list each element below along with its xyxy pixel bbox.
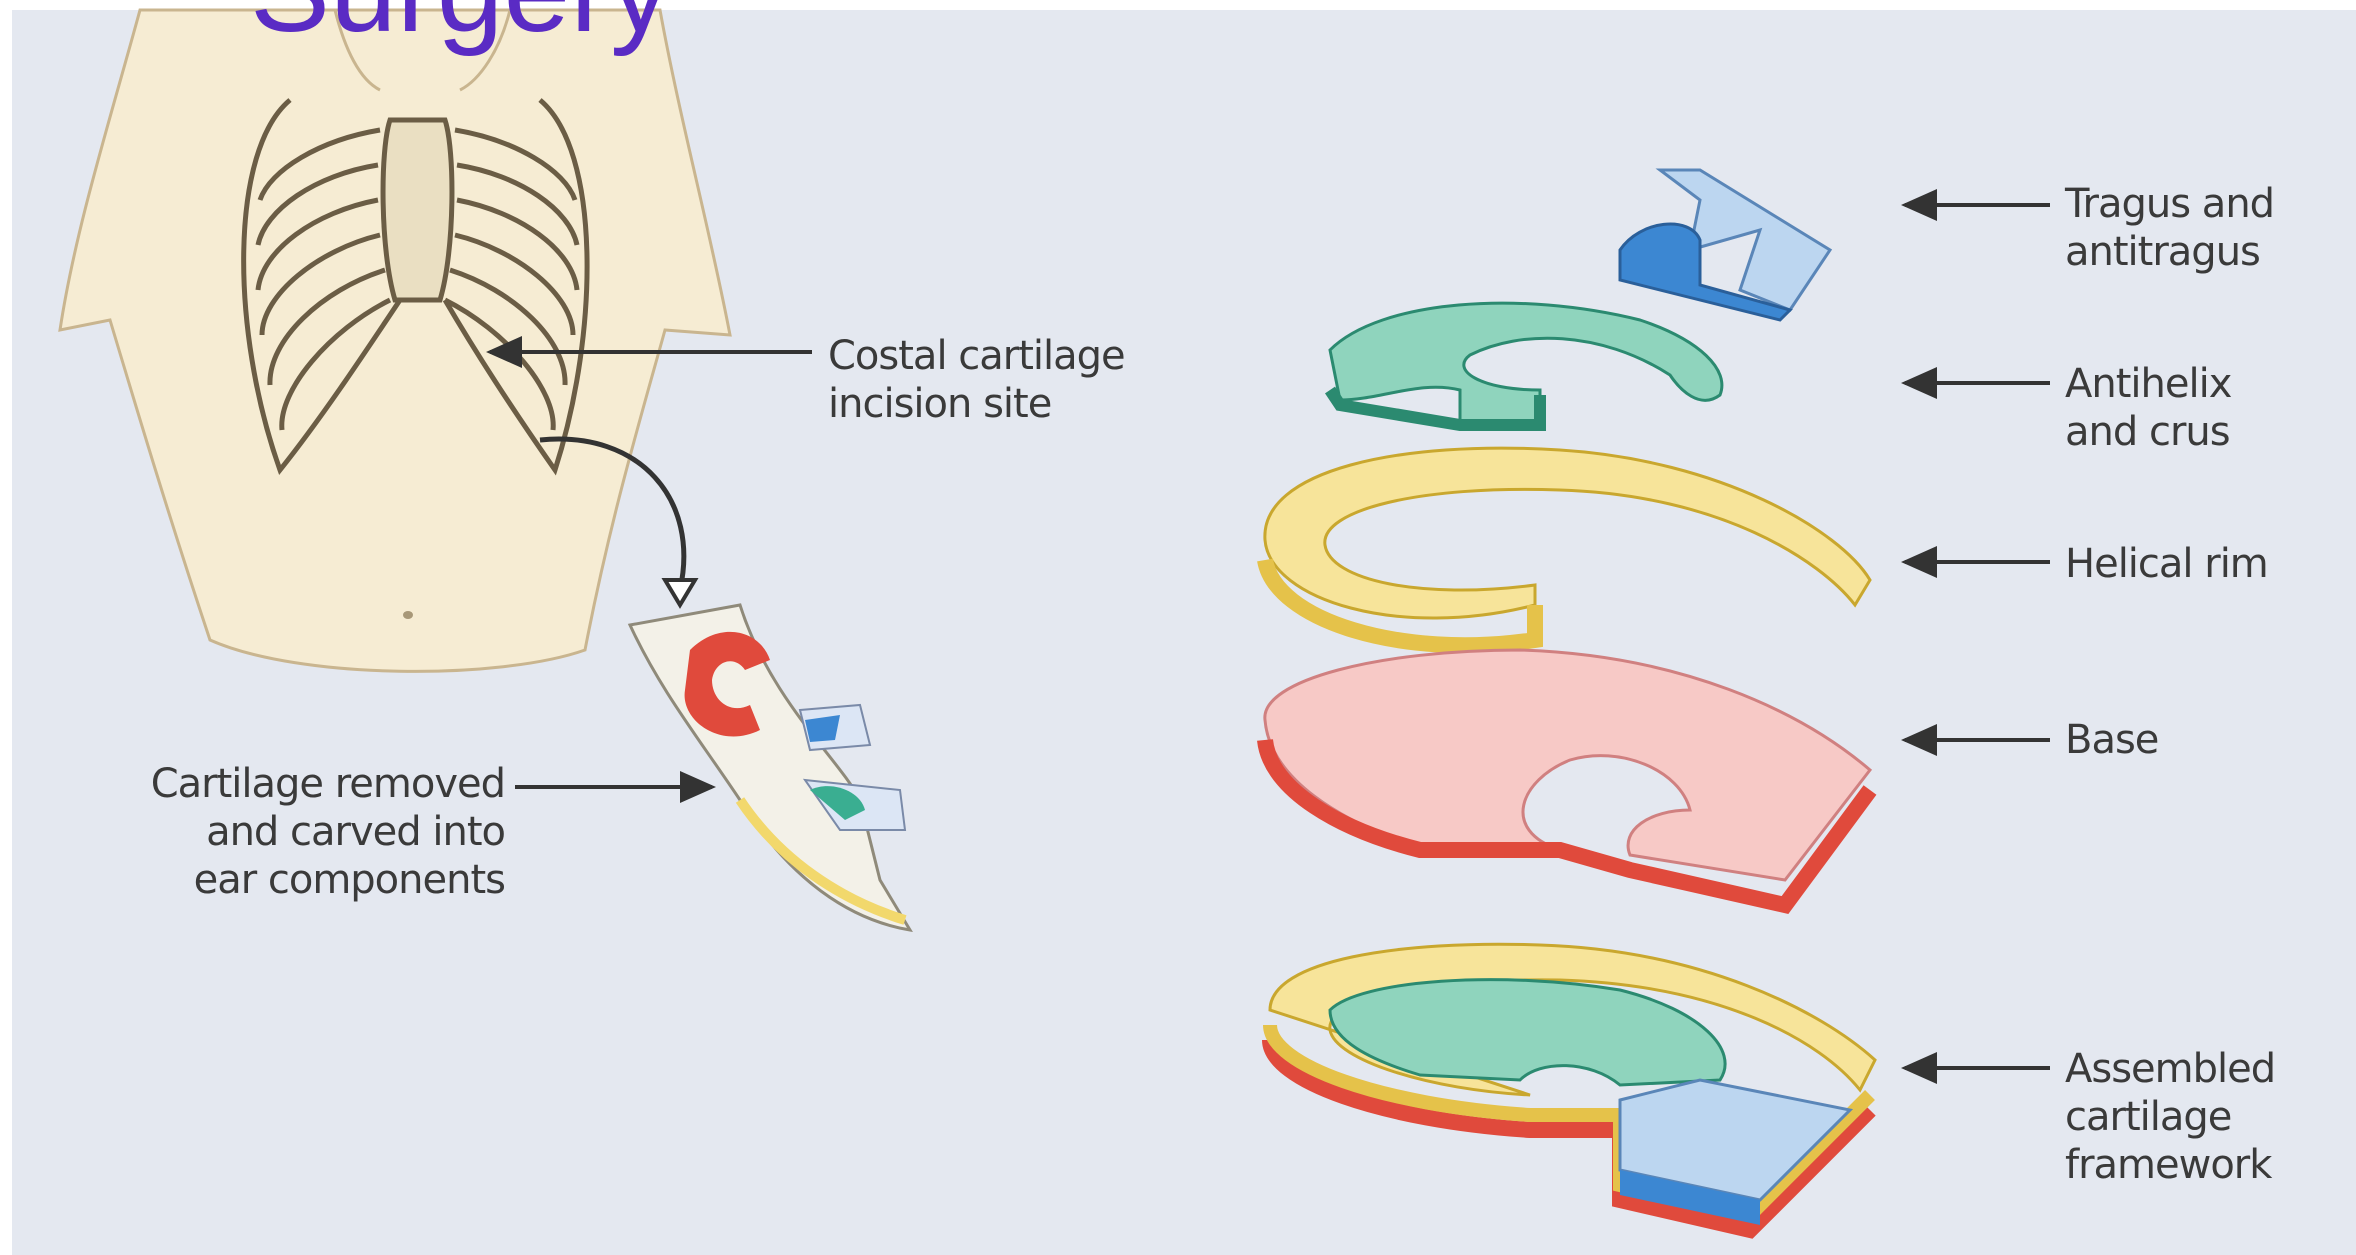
assembled-framework xyxy=(1270,944,1875,1230)
costal-site-line: incision site xyxy=(828,380,1125,428)
antihelix-line: Antihelix xyxy=(2065,360,2231,408)
assembled-line: cartilage xyxy=(2065,1093,2275,1141)
carved-label: Cartilage removed and carved into ear co… xyxy=(100,760,505,904)
antihelix-line: and crus xyxy=(2065,408,2231,456)
right-leaders xyxy=(1905,205,2050,1068)
carved-line: Cartilage removed xyxy=(100,760,505,808)
helical-rim-piece xyxy=(1265,448,1870,645)
base-piece xyxy=(1265,650,1870,905)
base-label: Base xyxy=(2065,716,2158,764)
assembled-line: Assembled xyxy=(2065,1045,2275,1093)
tragus-line: Tragus and xyxy=(2065,180,2274,228)
tragus-line: antitragus xyxy=(2065,228,2274,276)
tragus-label: Tragus and antitragus xyxy=(2065,180,2274,276)
assembled-label: Assembled cartilage framework xyxy=(2065,1045,2275,1189)
costal-site-line: Costal cartilage xyxy=(828,332,1125,380)
page-title: Surgery xyxy=(250,0,670,50)
antihelix-label: Antihelix and crus xyxy=(2065,360,2231,456)
torso-figure xyxy=(60,10,730,671)
antihelix-piece xyxy=(1330,303,1722,425)
base-line: Base xyxy=(2065,716,2158,764)
helical-rim-label: Helical rim xyxy=(2065,540,2268,588)
helical-rim-line: Helical rim xyxy=(2065,540,2268,588)
assembled-line: framework xyxy=(2065,1141,2275,1189)
harvested-cartilage xyxy=(630,605,910,930)
carved-line: and carved into xyxy=(100,808,505,856)
tragus-piece xyxy=(1620,170,1830,320)
costal-site-label: Costal cartilage incision site xyxy=(828,332,1125,428)
carved-line: ear components xyxy=(100,856,505,904)
